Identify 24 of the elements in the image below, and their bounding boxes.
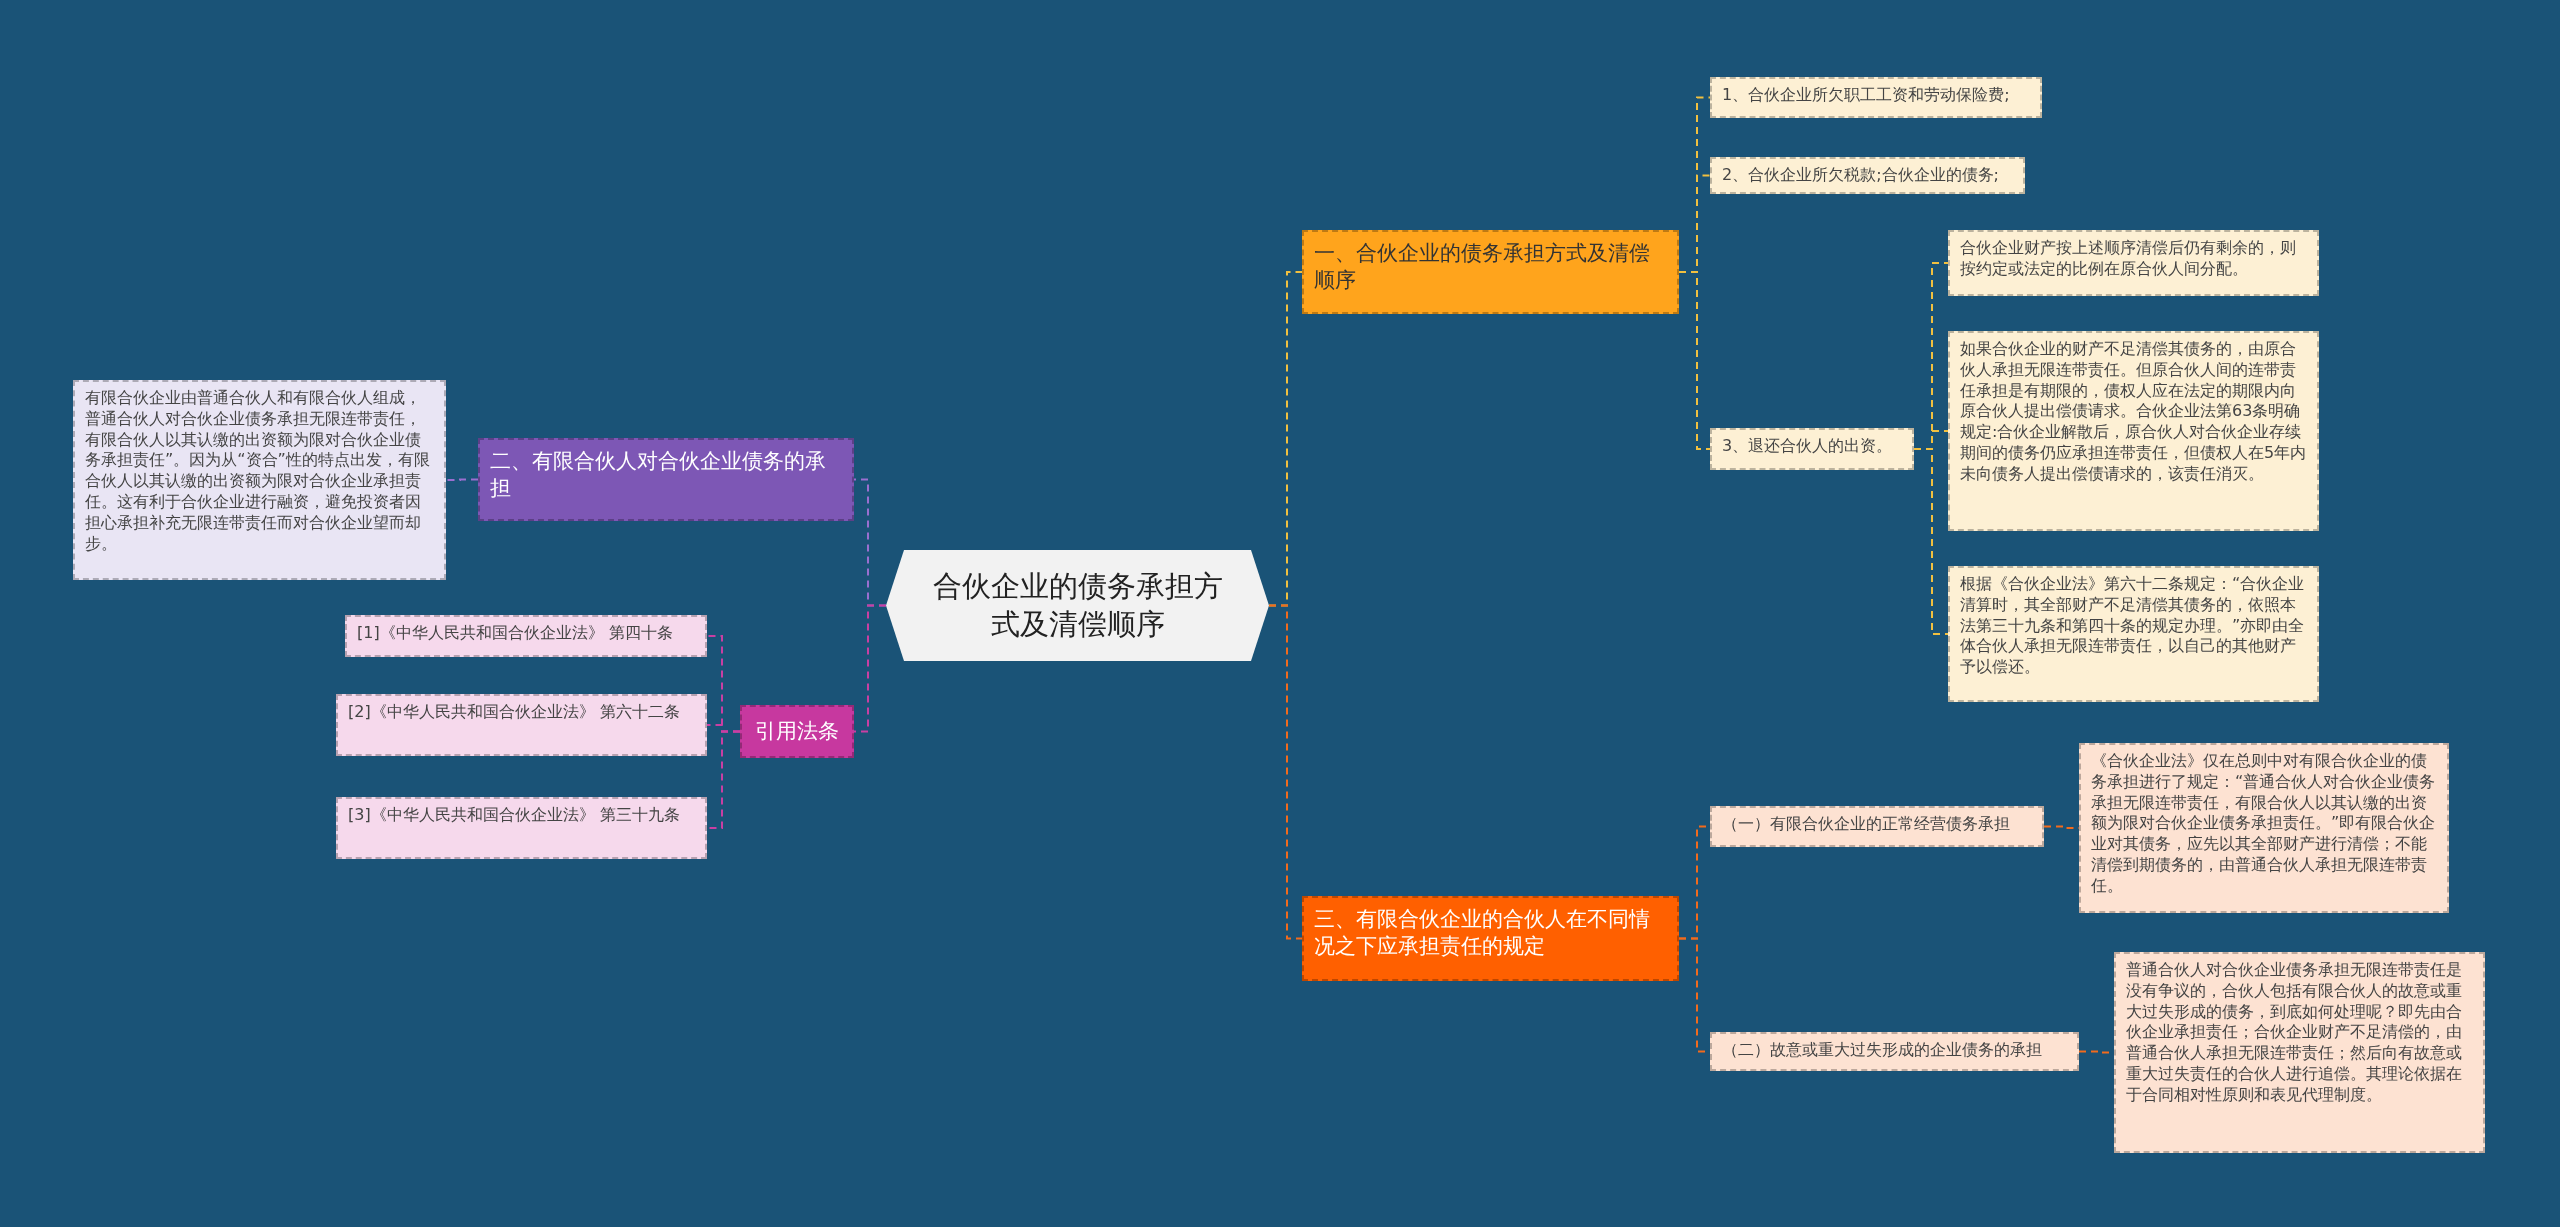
connector bbox=[853, 604, 887, 733]
leaf-box: 有限合伙企业由普通合伙人和有限合伙人组成，普通合伙人对合伙企业债务承担无限连带责任，有限合伙人以其认缴的出资额为限对合伙企业债务承担责任”。因为从“资合”性的特点出发，有限合伙人以其认缴的出资额为限对合伙企业承担责任。这有利于合伙企业进行融资，避免投资者因担心承担补充无限连带责任而对合伙企业望而却步。 bbox=[73, 380, 446, 580]
branch-box: 引用法条 bbox=[740, 705, 854, 758]
leaf-box: 1、合伙企业所欠职工工资和劳动保险费; bbox=[1710, 77, 2042, 118]
leaf-box: [1]《中华人民共和国合伙企业法》 第四十条 bbox=[345, 615, 707, 657]
connector bbox=[1678, 271, 1711, 450]
branch-box: 一、合伙企业的债务承担方式及清偿顺序 bbox=[1302, 230, 1679, 314]
leaf-box: 根据《合伙企业法》第六十二条规定：“合伙企业清算时，其全部财产不足清偿其债务的，依照本法第三十九条和第四十条的规定办理。”亦即由全体合伙人承担无限连带责任，以自己的其他财产予以偿还。 bbox=[1948, 566, 2319, 702]
leaf-box: 合伙企业财产按上述顺序清偿后仍有剩余的，则按约定或法定的比例在原合伙人间分配。 bbox=[1948, 230, 2319, 296]
leaf-box: （一）有限合伙企业的正常经营债务承担 bbox=[1710, 806, 2044, 847]
connector bbox=[1913, 448, 1949, 635]
connector bbox=[445, 478, 479, 481]
leaf-box: 3、退还合伙人的出资。 bbox=[1710, 428, 1914, 470]
branch-box: 三、有限合伙企业的合伙人在不同情况之下应承担责任的规定 bbox=[1302, 896, 1679, 981]
leaf-box: 《合伙企业法》仅在总则中对有限合伙企业的债务承担进行了规定：“普通合伙人对合伙企业债务承担无限连带责任，有限合伙人以其认缴的出资额为限对合伙企业债务承担责任。”即有限合伙企业对其债务，应先以其全部财产进行清偿；不能清偿到期债务的，由普通合伙人承担无限连带责任。 bbox=[2079, 743, 2449, 913]
central-topic: 合伙企业的债务承担方式及清偿顺序 bbox=[886, 550, 1269, 661]
leaf-box: 如果合伙企业的财产不足清偿其债务的，由原合伙人承担无限连带责任。但原合伙人间的连带责任承担是有期限的，债权人应在法定的期限内向原合伙人提出偿债请求。合伙企业法第63条明确规定:合伙企业解散后，原合伙人对合伙企业存续期间的债务仍应承担连带责任，但债权人在5年内未向债务人提出偿债请求的，该责任消灭。 bbox=[1948, 331, 2319, 531]
leaf-box: [3]《中华人民共和国合伙企业法》 第三十九条 bbox=[336, 797, 707, 859]
leaf-box: 普通合伙人对合伙企业债务承担无限连带责任是没有争议的，合伙人包括有限合伙人的故意或重大过失形成的债务，到底如何处理呢？即先由合伙企业承担责任；合伙企业财产不足清偿的，由普通合伙人承担无限连带责任；然后向有故意或重大过失责任的合伙人进行追偿。其理论依据在于合同相对性原则和表见代理制度。 bbox=[2114, 952, 2485, 1153]
leaf-box: 2、合伙企业所欠税款;合伙企业的债务; bbox=[1710, 157, 2025, 194]
leaf-box: （二）故意或重大过失形成的企业债务的承担 bbox=[1710, 1032, 2079, 1071]
branch-box: 二、有限合伙人对合伙企业债务的承担 bbox=[478, 438, 854, 521]
connector bbox=[1268, 604, 1303, 940]
leaf-box: [2]《中华人民共和国合伙企业法》 第六十二条 bbox=[336, 694, 707, 756]
